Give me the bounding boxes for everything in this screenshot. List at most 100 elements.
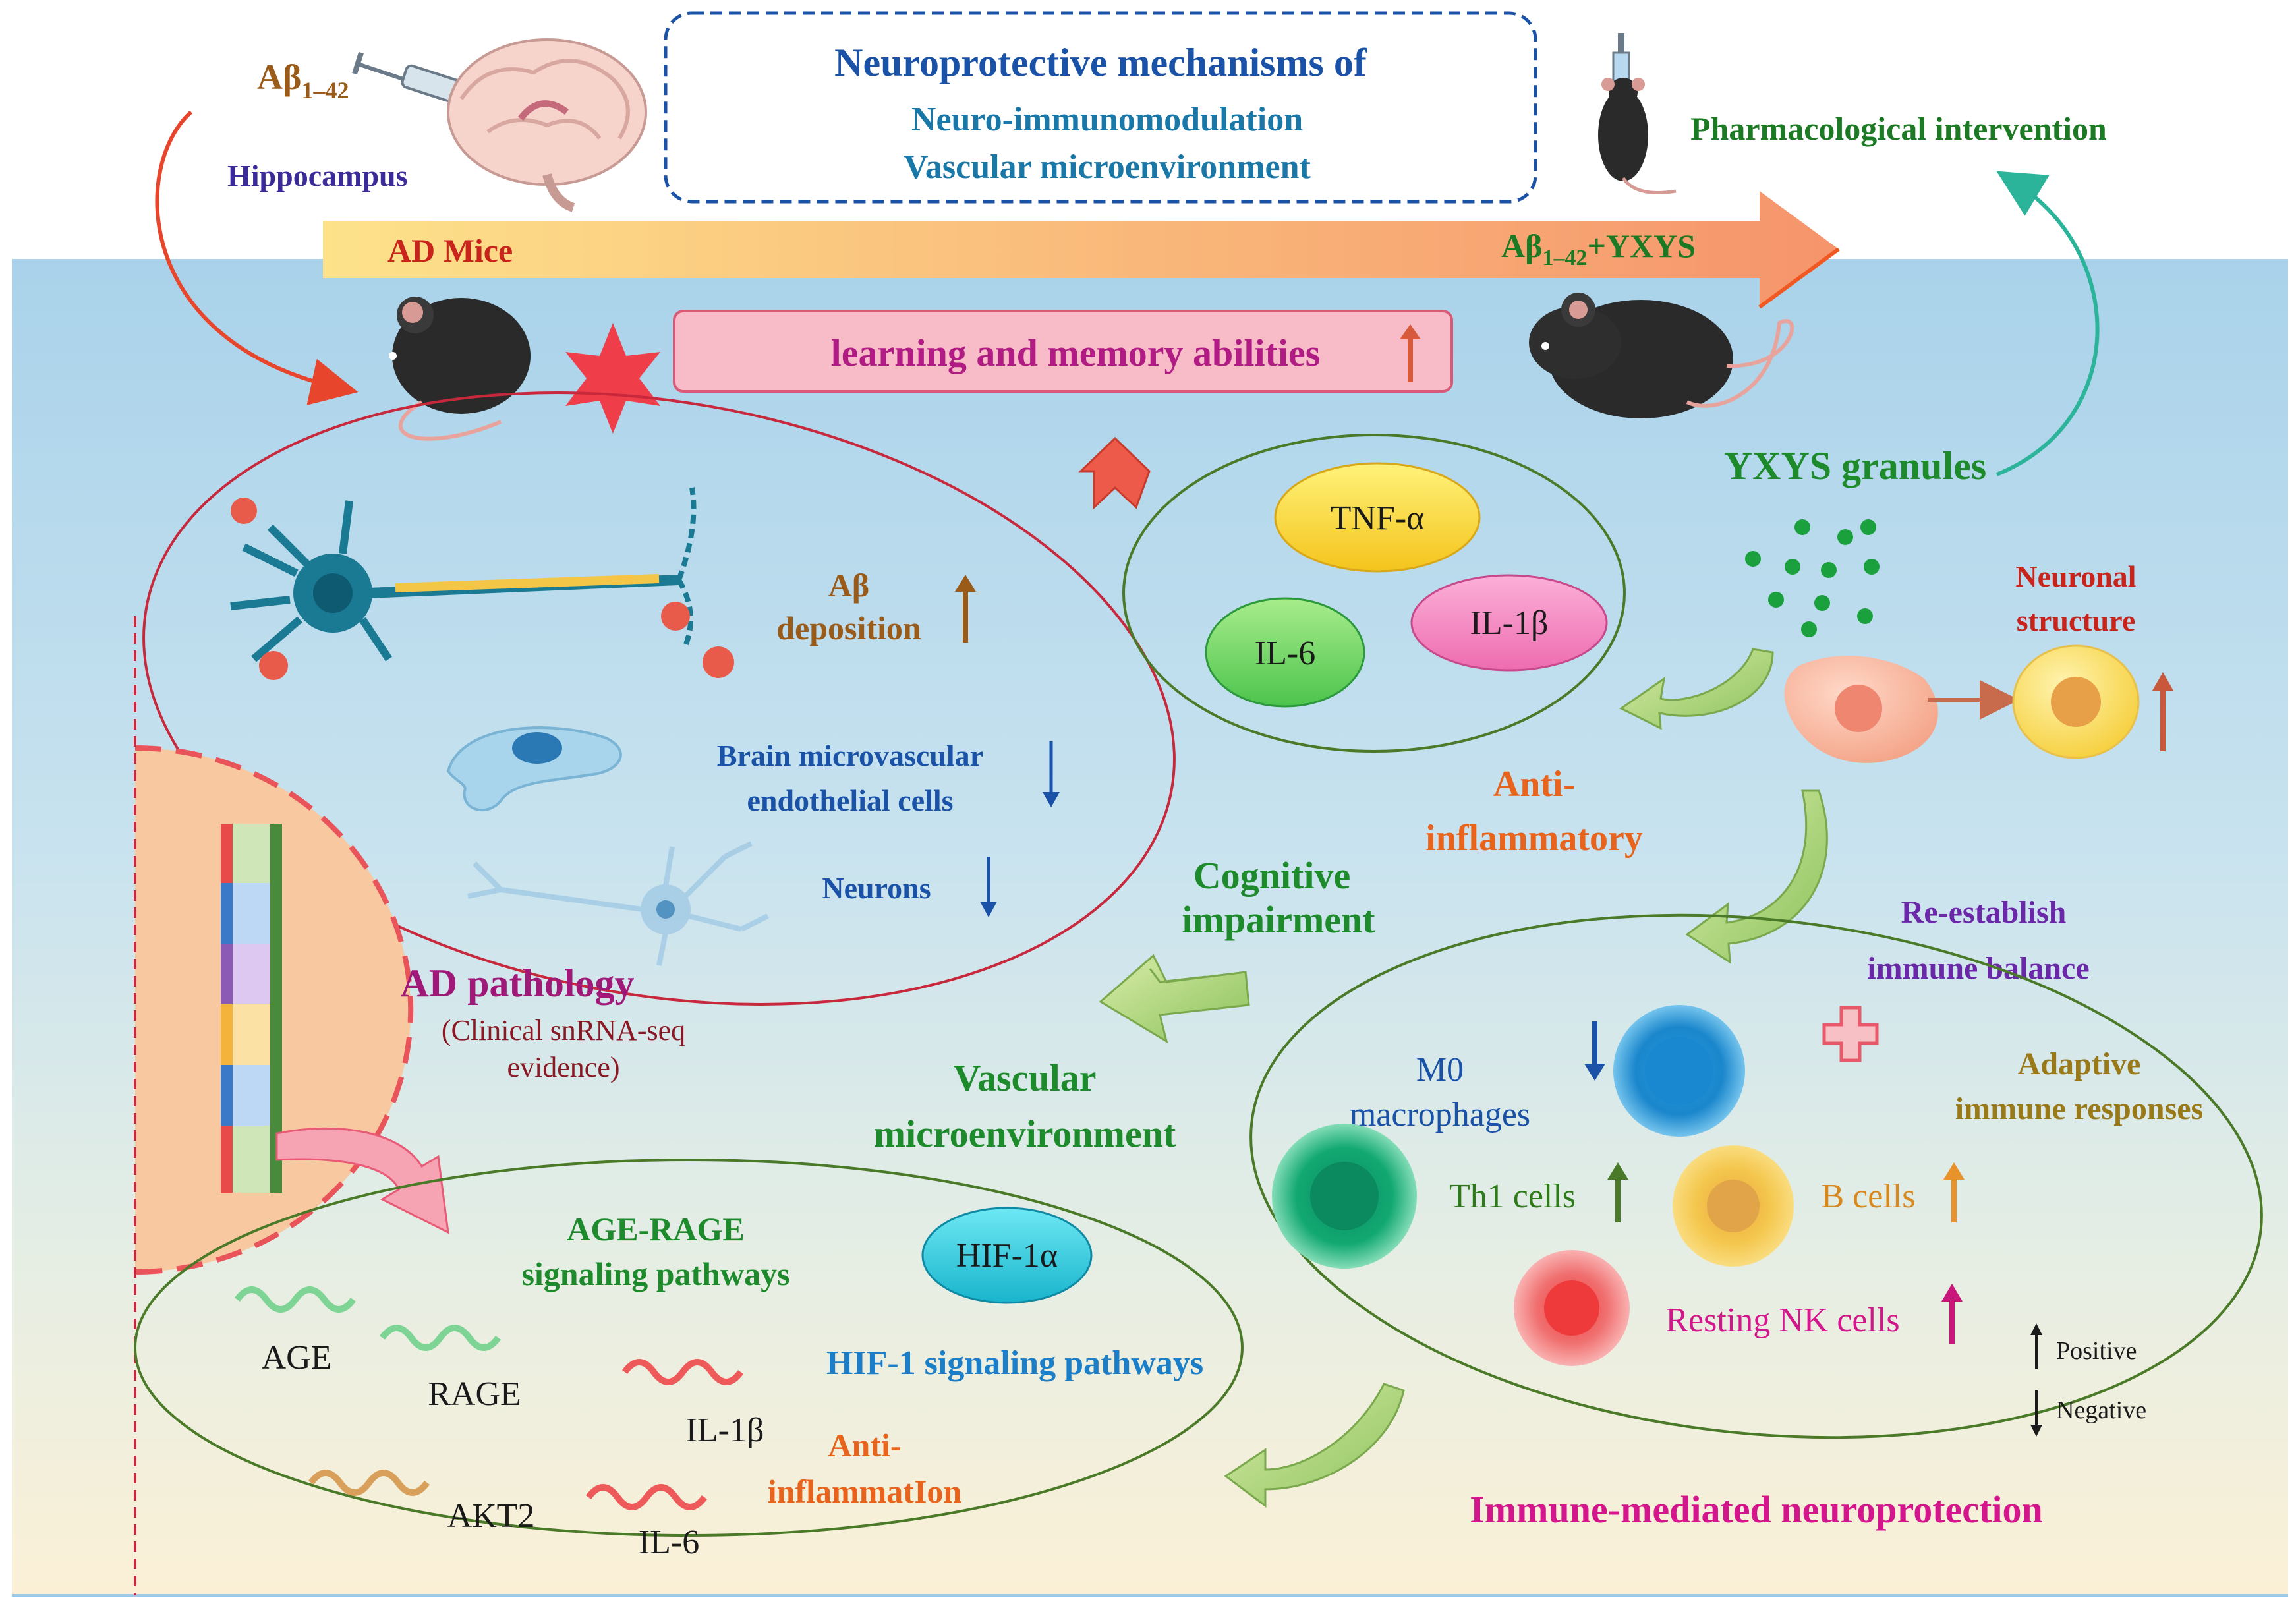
neuronal-up-arrow-icon — [2152, 672, 2173, 751]
abeta-injection-label: Aβ1–42 — [257, 57, 349, 103]
pathology-line-2: evidence) — [507, 1051, 620, 1083]
il-1beta-gene-icon — [621, 1359, 744, 1385]
b-cell-nucleus — [1707, 1180, 1760, 1232]
m0-macrophages-line-2: macrophages — [1350, 1096, 1530, 1133]
neuronal-structure-line-1: Neuronal — [2015, 559, 2136, 593]
b-cells-label: B cells — [1822, 1178, 1916, 1215]
brain-icon — [447, 38, 647, 212]
legend-negative-label: Negative — [2056, 1396, 2146, 1424]
th1-cell-nucleus — [1310, 1162, 1379, 1230]
hif-1-pathway-label: HIF-1 signaling pathways — [826, 1344, 1203, 1382]
th1-up-arrow-icon — [1607, 1162, 1628, 1222]
learning-label: learning and memory abilities — [831, 331, 1321, 374]
age-gene-icon — [234, 1286, 357, 1313]
abeta-up-arrow-icon — [955, 575, 976, 643]
positive-arrow-icon — [2030, 1323, 2042, 1369]
learning-up-arrow-icon — [1400, 324, 1421, 382]
il-6-oval — [1205, 597, 1365, 708]
nk-up-arrow-icon — [1941, 1284, 1963, 1344]
treated-mouse-icon — [1529, 293, 1794, 418]
age-rage-line-2: signaling pathways — [521, 1255, 789, 1292]
age-label: AGE — [262, 1339, 332, 1377]
ad-mouse-icon — [389, 297, 531, 441]
vessel-icon — [221, 824, 282, 1193]
learning-box — [673, 310, 1453, 393]
timeline-arrow — [323, 191, 1840, 309]
improvement-up-arrow-icon — [1078, 436, 1151, 510]
bmec-line-1: Brain microvascular — [717, 739, 983, 772]
akt2-gene-icon — [308, 1470, 430, 1496]
pathology-line-1: (Clinical snRNA-seq — [442, 1014, 685, 1046]
rage-label: RAGE — [428, 1375, 521, 1413]
vascular-microenvironment-line-1: Vascular — [954, 1056, 1097, 1099]
il-1beta-label: IL-1β — [1470, 604, 1549, 642]
legend: Positive Negative — [2030, 1323, 2146, 1437]
legend-positive-label: Positive — [2056, 1337, 2137, 1365]
title-line-1: Neuroprotective mechanisms of — [834, 41, 1367, 84]
hif-1alpha-label: HIF-1α — [956, 1237, 1058, 1275]
abeta-subscript: 1–42 — [301, 77, 349, 103]
il-6-gene-icon — [585, 1484, 708, 1510]
il-1beta-gene-label: IL-1β — [686, 1412, 764, 1449]
ad-neuron-ellipse — [142, 391, 1176, 1006]
immune-title: Immune-mediated neuroprotection — [1470, 1488, 2042, 1531]
anti-inflammation-line-2: inflammatIon — [768, 1473, 962, 1510]
tnf-alpha-label: TNF-α — [1331, 500, 1425, 537]
injection-arrow — [155, 110, 359, 405]
granule-to-immune-arrow — [1685, 789, 1828, 964]
il-6-label: IL-6 — [1255, 635, 1315, 672]
il-1beta-oval — [1410, 574, 1608, 672]
ad-mice-label: AD Mice — [387, 232, 513, 269]
endothelial-cell-icon — [446, 726, 622, 812]
vessel-to-vascular-arrow — [275, 1127, 449, 1234]
m0-down-arrow-icon — [1584, 1021, 1605, 1081]
th1-cells-label: Th1 cells — [1449, 1178, 1576, 1215]
cognitive-impairment-line-2: impairment — [1182, 898, 1375, 941]
vascular-microenvironment-line-2: microenvironment — [874, 1112, 1176, 1155]
treatment-subscript: 1–42 — [1542, 246, 1587, 270]
il-6-gene-label: IL-6 — [639, 1524, 699, 1561]
star-icon — [565, 323, 660, 434]
pharm-intervention-label: Pharmacological intervention — [1690, 110, 2107, 147]
bmec-line-2: endothelial cells — [747, 784, 953, 817]
negative-arrow-icon — [2030, 1390, 2042, 1437]
reestablish-line-2: immune balance — [1867, 951, 2089, 986]
intervention-arrow — [1995, 171, 2100, 476]
m0-macrophages-line-1: M0 — [1416, 1051, 1464, 1089]
bmec-down-arrow-icon — [1043, 741, 1060, 807]
anti-inflammation-line-1: Anti- — [828, 1427, 901, 1464]
b-cells-up-arrow-icon — [1943, 1162, 1965, 1222]
vascular-ellipse — [134, 1159, 1244, 1537]
healthy-cell-nucleus — [2051, 677, 2101, 727]
neuron-with-plaques-icon — [230, 487, 734, 680]
immune-to-cognitive-arrow — [1099, 954, 1250, 1044]
damaged-cell-nucleus — [1835, 685, 1882, 732]
neurons-label: Neurons — [822, 871, 931, 905]
granule-to-cytokine-arrow — [1619, 648, 1774, 730]
immune-ellipse — [1249, 913, 2263, 1439]
title-box — [664, 11, 1537, 204]
akt2-label: AKT2 — [447, 1497, 535, 1535]
anti-inflammatory-line-2: inflammatory — [1425, 818, 1643, 859]
treatment-suffix: +YXYS — [1587, 227, 1696, 264]
yxys-granules-label: YXYS granules — [1724, 444, 1986, 488]
hif-1alpha-oval — [921, 1207, 1093, 1304]
title-line-3: Vascular microenvironment — [904, 148, 1311, 186]
abeta-deposition-line-2: deposition — [776, 610, 921, 646]
adaptive-line-1: Adaptive — [2018, 1046, 2141, 1081]
nk-cell-nucleus — [1544, 1280, 1599, 1336]
adaptive-line-2: immune responses — [1955, 1091, 2203, 1126]
cytokine-ellipse — [1122, 434, 1626, 753]
anti-inflammatory-line-1: Anti- — [1493, 764, 1575, 805]
age-rage-line-1: AGE-RAGE — [567, 1211, 744, 1247]
rage-gene-icon — [379, 1325, 502, 1351]
neurons-down-arrow-icon — [980, 857, 997, 917]
injected-mouse-icon — [1598, 33, 1677, 194]
neuron-icon — [467, 841, 769, 966]
plus-icon — [1822, 1006, 1879, 1062]
abeta-deposition-line-1: Aβ — [828, 567, 869, 604]
neuronal-structure-line-2: structure — [2017, 604, 2136, 637]
granule-dots-icon — [1745, 519, 1880, 637]
